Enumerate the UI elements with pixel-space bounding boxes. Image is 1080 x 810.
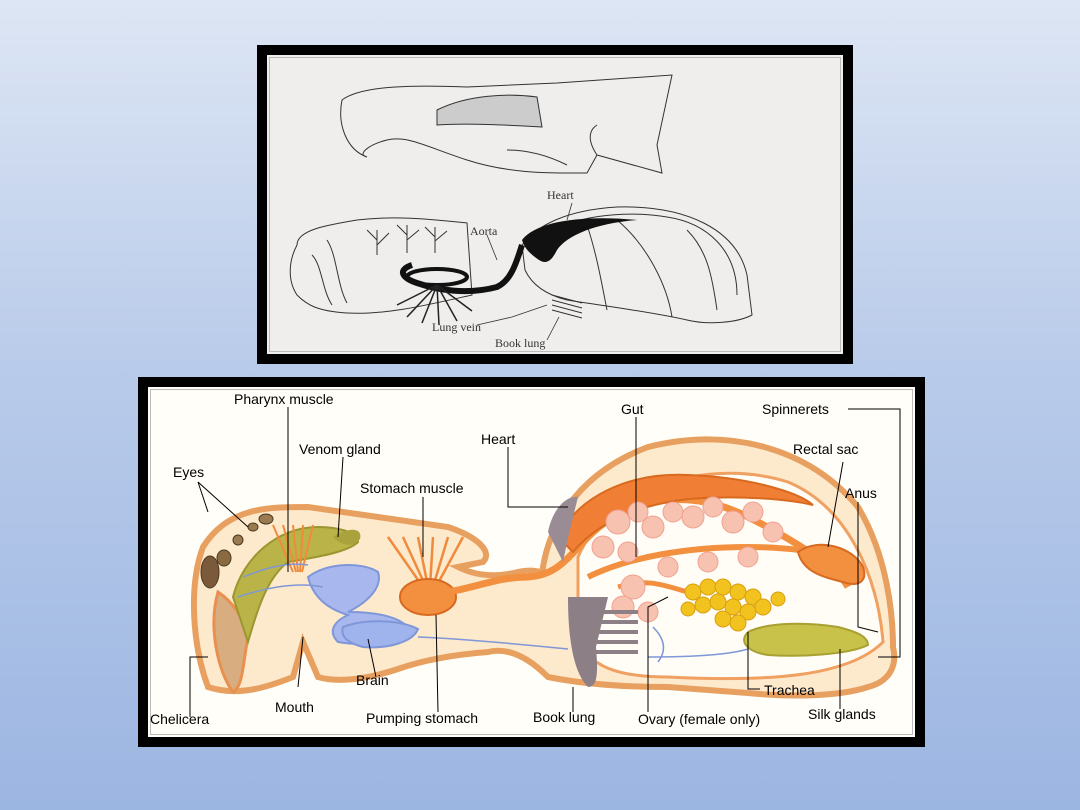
label-chelicera: Chelicera bbox=[150, 711, 209, 727]
label-gut: Gut bbox=[621, 401, 644, 417]
label-mouth: Mouth bbox=[275, 699, 314, 715]
pumping-stomach bbox=[399, 578, 457, 616]
venom-gland-lobe bbox=[333, 529, 361, 545]
label-heart: Heart bbox=[547, 188, 574, 202]
book-lung bbox=[568, 597, 638, 687]
book-lung-leader bbox=[546, 316, 560, 341]
label-book-lung: Book lung bbox=[495, 336, 545, 350]
circulation-line-drawing: Heart Aorta Lung vein Book lung bbox=[289, 74, 753, 350]
aorta-vessel bbox=[400, 244, 525, 295]
heart-leader bbox=[566, 202, 573, 221]
label-silk-glands: Silk glands bbox=[808, 706, 876, 722]
lung-vein-leader bbox=[476, 304, 548, 326]
book-lung-lines bbox=[551, 294, 583, 319]
label-heart: Heart bbox=[481, 431, 515, 447]
eyes-cluster bbox=[200, 513, 274, 589]
label-anus: Anus bbox=[845, 485, 877, 501]
radiating-vessels bbox=[396, 284, 473, 326]
label-spinnerets: Spinnerets bbox=[762, 401, 829, 417]
rectal-sac bbox=[796, 543, 866, 585]
top-diagram-frame: Heart Aorta Lung vein Book lung bbox=[257, 45, 853, 364]
label-lung-vein: Lung vein bbox=[432, 320, 481, 334]
silk-glands bbox=[743, 622, 870, 657]
bottom-diagram-frame: Pharynx muscle Gut Spinnerets Eyes Venom… bbox=[138, 377, 925, 747]
nerve-lines bbox=[237, 563, 749, 663]
label-eyes: Eyes bbox=[173, 464, 204, 480]
brain bbox=[341, 620, 420, 649]
bottom-diagram-panel: Pharynx muscle Gut Spinnerets Eyes Venom… bbox=[148, 387, 915, 737]
label-aorta: Aorta bbox=[470, 224, 498, 238]
aorta-leader bbox=[486, 234, 498, 261]
upper-outline bbox=[340, 74, 673, 174]
label-trachea: Trachea bbox=[764, 682, 815, 698]
label-brain: Brain bbox=[356, 672, 389, 688]
label-venom-gland: Venom gland bbox=[299, 441, 381, 457]
label-pharynx-muscle: Pharynx muscle bbox=[234, 391, 334, 407]
venom-gland bbox=[231, 525, 360, 646]
top-diagram-panel: Heart Aorta Lung vein Book lung bbox=[267, 55, 843, 354]
label-ovary: Ovary (female only) bbox=[638, 711, 760, 727]
label-book-lung: Book lung bbox=[533, 709, 595, 725]
label-pumping-stomach: Pumping stomach bbox=[366, 710, 478, 726]
heart-shadow bbox=[548, 496, 578, 562]
label-stomach-muscle: Stomach muscle bbox=[360, 480, 464, 496]
ovary bbox=[680, 578, 786, 632]
body-outline bbox=[289, 206, 753, 324]
label-rectal-sac: Rectal sac bbox=[793, 441, 858, 457]
head-vessels bbox=[366, 224, 448, 255]
aorta-ring bbox=[405, 267, 469, 287]
spider-anatomy-diagram: Pharynx muscle Gut Spinnerets Eyes Venom… bbox=[150, 391, 901, 727]
heart-shape bbox=[522, 218, 637, 262]
leader-lines bbox=[189, 407, 901, 717]
